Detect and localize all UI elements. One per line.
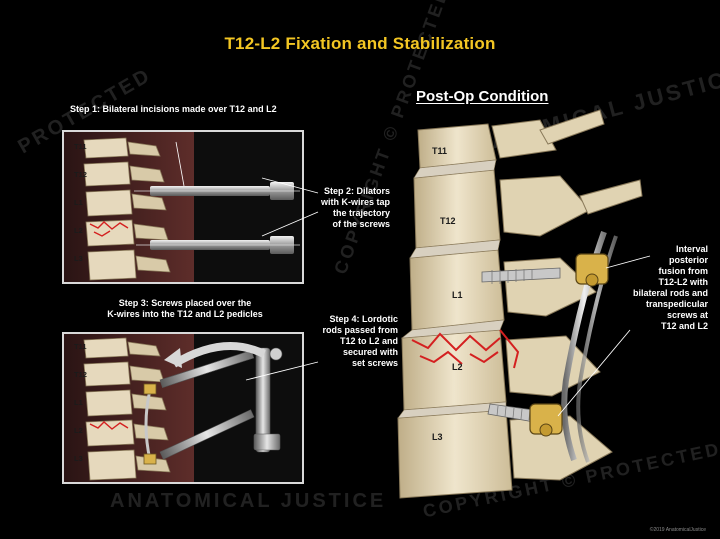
vertebra-label: L2 [452, 362, 463, 372]
vertebra-label: L1 [452, 290, 463, 300]
vertebra-label: T11 [74, 342, 87, 351]
caption-line: transpedicular [645, 299, 708, 309]
vertebra-label: L1 [74, 398, 83, 407]
vertebra-t12 [413, 169, 501, 249]
caption-line: T12-L2 with [658, 277, 708, 287]
vertebra-label: L3 [74, 454, 83, 463]
page-title: T12-L2 Fixation and Stabilization [224, 34, 496, 53]
copyright-footer: ©2019 AnatomicalJustice [649, 527, 706, 533]
caption-line: screws at [666, 310, 708, 320]
vertebra-label: T11 [74, 142, 87, 151]
postop-title: Post-Op Condition [416, 88, 549, 105]
caption-line: with K-wires tap [320, 197, 390, 207]
postop-caption: Interval posterior fusion from T12-L2 wi… [604, 244, 708, 332]
caption-line: posterior [668, 255, 708, 265]
watermark-text: ANATOMICAL JUSTICE [110, 490, 387, 512]
caption-line: T12 to L2 and [339, 336, 398, 346]
step-3-caption: Step 3: Screws placed over the K-wires i… [70, 298, 300, 320]
vertebra-label: L1 [74, 198, 83, 207]
caption-line: of the screws [332, 219, 390, 229]
step-4-caption: Step 4: Lordotic rods passed from T12 to… [300, 314, 398, 369]
caption-line: Step 4: Lordotic [329, 314, 398, 324]
caption-line: bilateral rods and [632, 288, 708, 298]
vertebra-label: T11 [432, 146, 448, 156]
caption-line: Step 3: Screws placed over the [118, 298, 252, 308]
vertebra-l3 [397, 409, 513, 499]
caption-line: T12 and L2 [660, 321, 708, 331]
vertebra-label: L3 [432, 432, 443, 442]
caption-line: rods passed from [322, 325, 398, 335]
step-2-caption: Step 2: Dilators with K-wires tap the tr… [300, 186, 390, 230]
caption-line: Interval [675, 244, 708, 254]
vertebra-label: T12 [74, 170, 87, 179]
panel-1-illustration [64, 132, 302, 282]
caption-line: set screws [351, 358, 398, 368]
caption-line: the trajectory [332, 208, 390, 218]
caption-line: Step 2: Dilators [323, 186, 390, 196]
vertebra-label: L2 [74, 426, 83, 435]
vertebra-label: T12 [440, 216, 456, 226]
step-1-caption: Step 1: Bilateral incisions made over T1… [70, 104, 277, 114]
caption-line: fusion from [658, 266, 709, 276]
vertebra-label: T12 [74, 370, 87, 379]
step-panel-2: T11 T12 L1 L2 L3 [62, 332, 304, 484]
step-panel-1: T11 T12 L1 L2 L3 [62, 130, 304, 284]
vertebra-label: L3 [74, 254, 83, 263]
panel-2-illustration [64, 334, 302, 482]
pedicle-screw-t12 [481, 267, 561, 283]
caption-line: secured with [342, 347, 398, 357]
caption-line: K-wires into the T12 and L2 pedicles [107, 309, 263, 319]
vertebra-label: L2 [74, 226, 83, 235]
